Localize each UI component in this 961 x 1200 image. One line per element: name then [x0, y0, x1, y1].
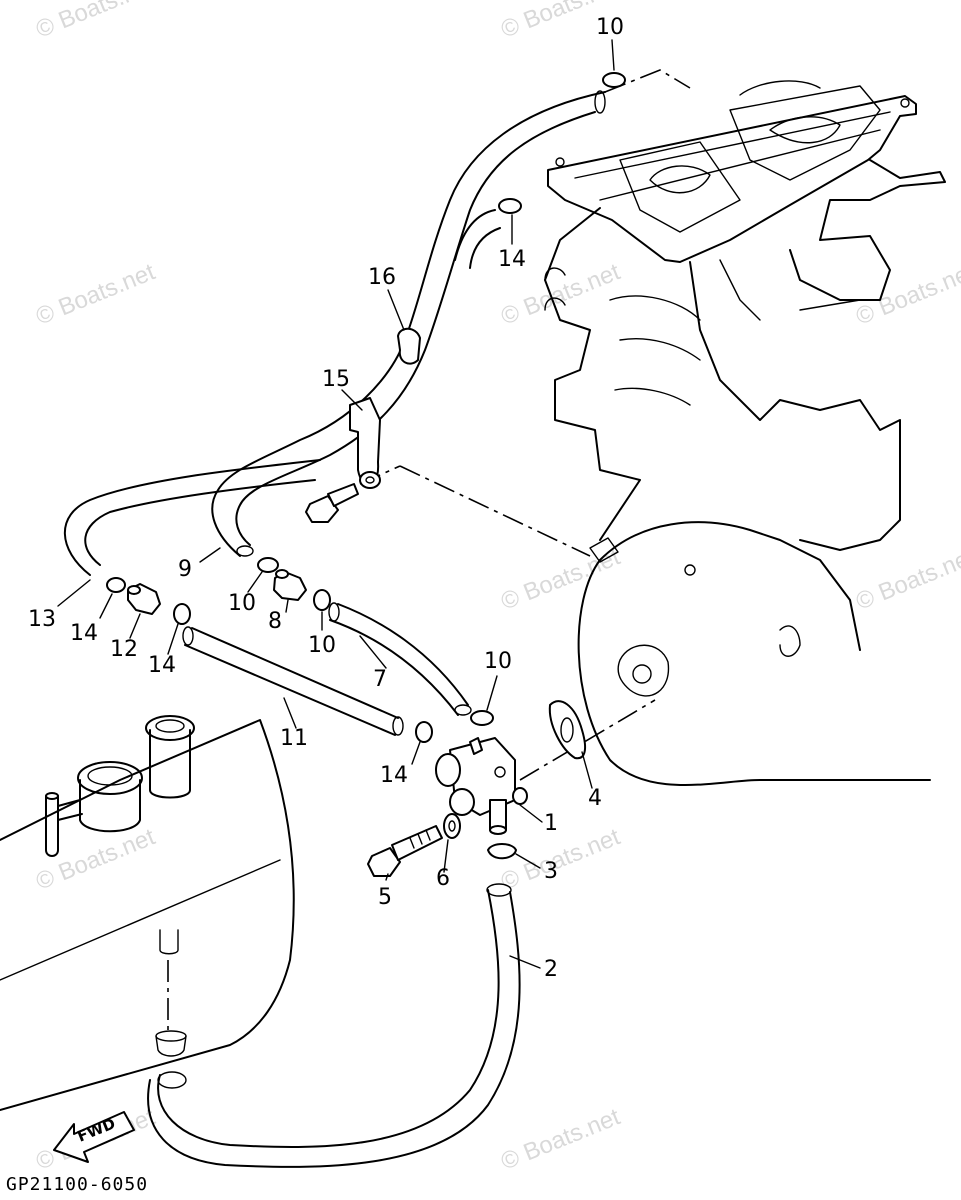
callout-13: 13 [28, 607, 56, 632]
callout-numbers: 1 2 3 4 5 6 7 8 9 10 10 10 10 11 12 13 1… [28, 15, 624, 982]
callout-6: 6 [436, 866, 450, 891]
callout-9: 9 [178, 557, 192, 582]
watermark: © Boats.net [497, 1103, 624, 1175]
watermark: © Boats.net [497, 823, 624, 895]
hose-clip [498, 198, 522, 214]
assembly-leaders [359, 69, 691, 781]
hose-clip [487, 843, 517, 860]
hose-clip [415, 721, 433, 743]
callout-1: 1 [544, 811, 558, 836]
callout-10-filter-left: 10 [228, 591, 256, 616]
washer [443, 813, 461, 839]
callout-3: 3 [544, 859, 558, 884]
callout-leaders [57, 39, 615, 969]
watermark-layer: © Boats.net © Boats.net © Boats.net © Bo… [32, 0, 961, 1176]
callout-14-filter-right: 14 [148, 653, 176, 678]
callout-12: 12 [110, 637, 138, 662]
fuel-filter-8 [273, 569, 307, 601]
diagram-code: GP21100-6050 [6, 1174, 148, 1195]
fuel-filter-12 [127, 583, 161, 615]
bracket-bolt [305, 483, 359, 523]
hose-clip [106, 577, 126, 593]
engine-block [544, 80, 946, 786]
hose-clip [602, 72, 626, 88]
fuel-cock [435, 737, 528, 835]
callout-14-filter-left: 14 [70, 621, 98, 646]
watermark: © Boats.net [32, 0, 159, 44]
callout-4: 4 [588, 786, 602, 811]
callout-2: 2 [544, 957, 558, 982]
hose-clip [470, 710, 494, 726]
watermark: © Boats.net [32, 258, 159, 330]
parts [106, 72, 626, 877]
hose-bracket [349, 397, 381, 489]
callout-8: 8 [268, 609, 282, 634]
callout-7: 7 [373, 667, 387, 692]
hose-clip [173, 603, 191, 625]
hose-clip [257, 557, 279, 573]
callout-14-cock: 14 [380, 763, 408, 788]
fwd-arrow-icon: FWD [53, 1111, 135, 1163]
hose-clip [313, 589, 331, 611]
callout-14-top: 14 [498, 247, 526, 272]
clamp [397, 327, 421, 365]
watermark: © Boats.net [32, 823, 159, 895]
gasket [548, 700, 587, 760]
watermark: © Boats.net [852, 543, 961, 615]
callout-10-cock: 10 [484, 649, 512, 674]
callout-16: 16 [368, 265, 396, 290]
callout-11: 11 [280, 726, 308, 751]
watermark: © Boats.net [852, 258, 961, 330]
callout-10-top: 10 [596, 15, 624, 40]
callout-15: 15 [322, 367, 350, 392]
bolt [367, 825, 443, 877]
hoses [63, 90, 606, 1168]
fuel-tank [0, 715, 295, 1111]
callout-10-filter-right: 10 [308, 633, 336, 658]
callout-5: 5 [378, 885, 392, 910]
